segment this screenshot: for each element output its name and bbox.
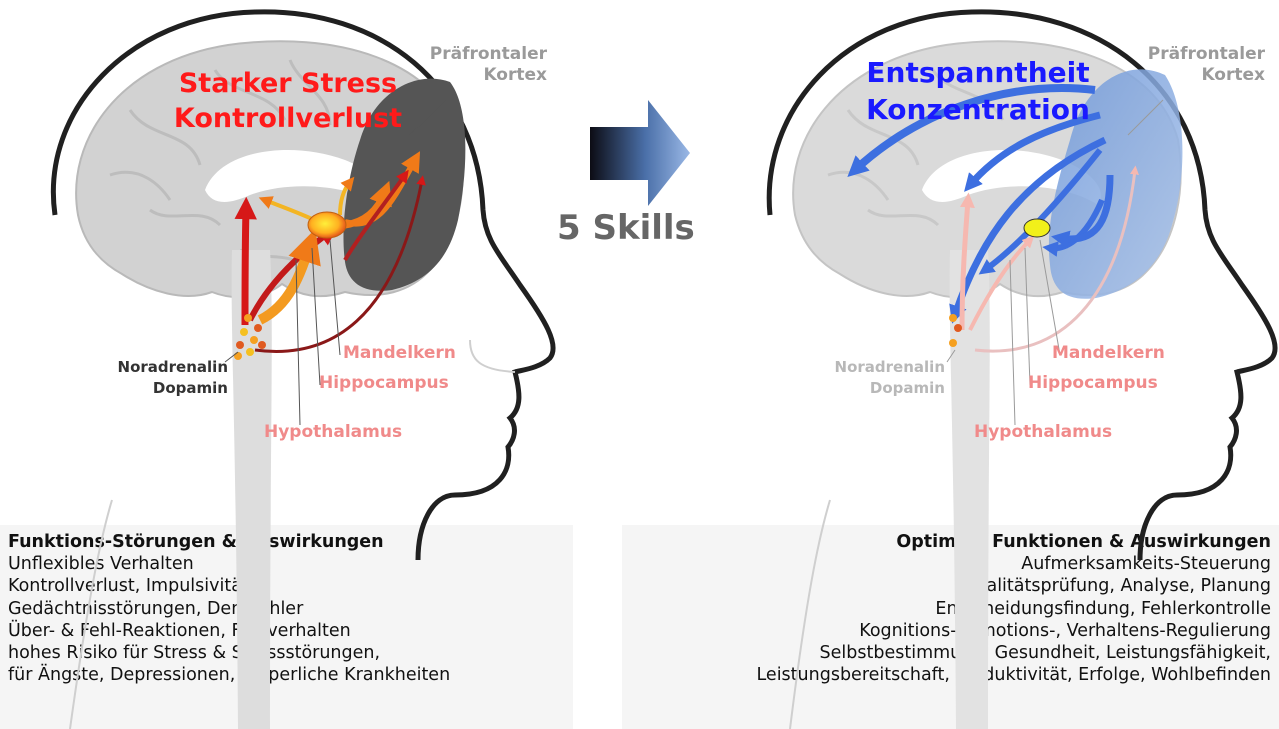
- right-brainstem: [950, 250, 990, 729]
- left-amygdala: [308, 212, 346, 238]
- right-hippocampus-label: Hippocampus: [1028, 373, 1158, 393]
- left-state-title-line: Starker Stress: [158, 66, 418, 101]
- left-state-title: Starker Stress Kontrollverlust: [158, 66, 418, 136]
- right-prefrontal-label-line: Präfrontaler: [1130, 44, 1265, 65]
- left-prefrontal-label: Präfrontaler Kortex: [412, 44, 547, 86]
- left-neurotransmitter-label-line: Noradrenalin: [100, 357, 228, 378]
- left-neurotransmitter-label: Noradrenalin Dopamin: [100, 357, 228, 399]
- left-neck-line: [70, 500, 112, 729]
- right-neurotransmitter-label-line: Noradrenalin: [815, 357, 945, 378]
- left-neurotransmitter-label-line: Dopamin: [100, 378, 228, 399]
- left-hippocampus-label: Hippocampus: [319, 373, 449, 393]
- right-neck-line: [790, 500, 830, 729]
- right-hypothalamus-label: Hypothalamus: [974, 422, 1112, 442]
- left-amygdala-label: Mandelkern: [343, 343, 456, 363]
- left-state-title-line: Kontrollverlust: [158, 101, 418, 136]
- right-state-title-line: Entspanntheit: [853, 54, 1103, 91]
- left-prefrontal-label-line: Präfrontaler: [412, 44, 547, 65]
- left-hypothalamus-label: Hypothalamus: [264, 422, 402, 442]
- right-neurotransmitter-label-line: Dopamin: [815, 378, 945, 399]
- right-amygdala: [1024, 219, 1050, 237]
- right-state-title: Entspanntheit Konzentration: [853, 54, 1103, 128]
- right-neurotransmitter-label: Noradrenalin Dopamin: [815, 357, 945, 399]
- left-prefrontal-label-line: Kortex: [412, 65, 547, 86]
- transition-label: 5 Skills: [557, 208, 695, 248]
- right-prefrontal-label: Präfrontaler Kortex: [1130, 44, 1265, 86]
- left-face-contour: [470, 340, 515, 372]
- right-prefrontal-label-line: Kortex: [1130, 65, 1265, 86]
- transition-arrow-icon: [590, 100, 690, 206]
- right-amygdala-label: Mandelkern: [1052, 343, 1165, 363]
- right-state-title-line: Konzentration: [853, 91, 1103, 128]
